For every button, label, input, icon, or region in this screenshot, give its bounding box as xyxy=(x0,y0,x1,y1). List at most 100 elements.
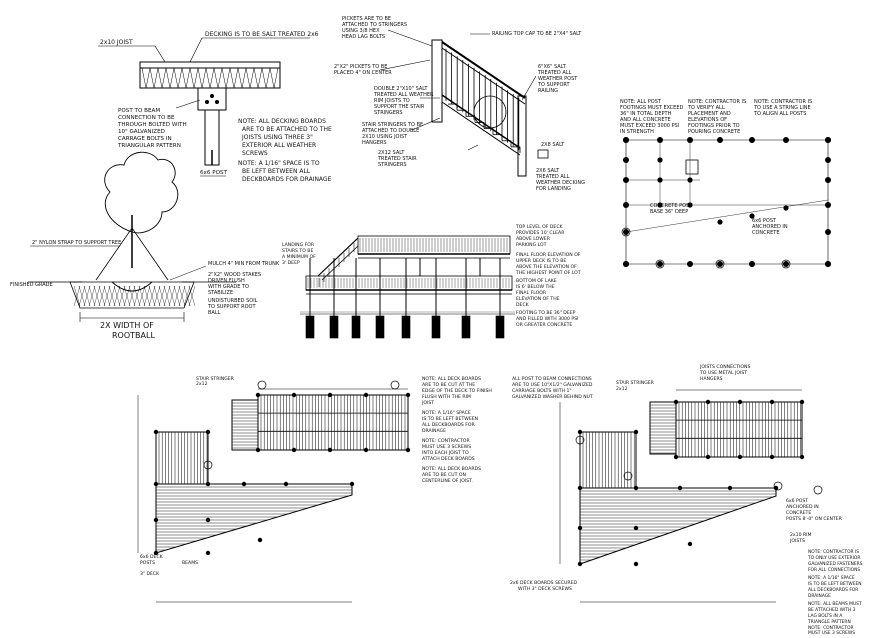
svg-text:NOTE: CONTRACTOR: NOTE: CONTRACTOR xyxy=(422,438,471,444)
svg-text:POSTS: POSTS xyxy=(140,560,155,566)
svg-text:ALL DECKBOARDS FOR: ALL DECKBOARDS FOR xyxy=(808,587,858,593)
svg-text:ELEVATIONS OF: ELEVATIONS OF xyxy=(688,117,727,123)
svg-text:TO ONLY USE EXTERIOR: TO ONLY USE EXTERIOR xyxy=(807,555,860,561)
svg-text:NOTE: ALL DECKING BOARDS: NOTE: ALL DECKING BOARDS xyxy=(238,118,326,125)
beam-label-left: BEAMS xyxy=(182,560,198,566)
svg-text:TO SUPPORT ROOT: TO SUPPORT ROOT xyxy=(207,304,256,310)
plan-right-drawing xyxy=(559,389,823,603)
svg-text:TREATED ALL WEATHER: TREATED ALL WEATHER xyxy=(373,92,434,98)
rootball xyxy=(111,281,153,292)
beam-connection-note: POST TO BEAM CONNECTION TO BE THROUGH BO… xyxy=(117,108,187,149)
svg-text:6x6 POST: 6x6 POST xyxy=(752,218,777,224)
svg-text:ATTACHED TO DOUBLE: ATTACHED TO DOUBLE xyxy=(362,128,419,134)
svg-text:DRIVEN FLUSH: DRIVEN FLUSH xyxy=(208,278,245,284)
svg-text:DRAINAGE: DRAINAGE xyxy=(422,428,446,434)
svg-text:ARE TO BE CUT ON: ARE TO BE CUT ON xyxy=(422,472,466,478)
svg-text:UPPER DECK IS TO BE: UPPER DECK IS TO BE xyxy=(516,258,566,264)
tread-label: 2X6 SALT TREATED ALL WEATHER DECKING FOR… xyxy=(535,168,585,192)
svg-text:ALL DECKBOARDS FOR: ALL DECKBOARDS FOR xyxy=(422,422,475,428)
svg-text:BE ATTACHED WITH 3: BE ATTACHED WITH 3 xyxy=(808,607,856,613)
svg-text:NOTE: A 1/16" SPACE: NOTE: A 1/16" SPACE xyxy=(808,575,855,581)
svg-text:PARKING LOT: PARKING LOT xyxy=(516,242,547,248)
svg-text:FOOTINGS MUST EXCEED: FOOTINGS MUST EXCEED xyxy=(620,105,683,111)
svg-text:FOR LANDING: FOR LANDING xyxy=(536,186,571,192)
svg-text:HEAD LAG BOLTS: HEAD LAG BOLTS xyxy=(342,34,385,40)
svg-text:TO USE A STRING LINE: TO USE A STRING LINE xyxy=(753,105,811,111)
joist-label: 2x10 JOIST xyxy=(100,39,133,46)
footing-plan: NOTE: ALL POST FOOTINGS MUST EXCEED 36" … xyxy=(620,99,831,269)
grade-label: FINISHED GRADE xyxy=(10,282,53,288)
svg-text:JOISTS CONNECTIONS: JOISTS CONNECTIONS xyxy=(699,364,750,370)
svg-text:TRIANGULAR PATTERN: TRIANGULAR PATTERN xyxy=(117,143,181,149)
svg-text:POSTS 8'-0" ON CENTER: POSTS 8'-0" ON CENTER xyxy=(786,516,843,522)
svg-text:SCREWS: SCREWS xyxy=(242,150,268,157)
svg-text:CONCRETE: CONCRETE xyxy=(752,230,780,236)
deck-post-label-left: 6x6 DECK POSTS xyxy=(140,554,164,566)
svg-text:HANGERS: HANGERS xyxy=(362,140,387,146)
svg-text:ATTACH DECK BOARDS: ATTACH DECK BOARDS xyxy=(422,456,475,462)
svg-text:IS TO BE LEFT BETWEEN: IS TO BE LEFT BETWEEN xyxy=(422,416,478,422)
svg-text:RIM JOISTS TO: RIM JOISTS TO xyxy=(374,98,410,104)
tree-canopy xyxy=(104,151,179,234)
svg-text:MUST USE 3 SCREWS: MUST USE 3 SCREWS xyxy=(808,630,855,636)
stringer-note: STAIR STRINGERS TO BE ATTACHED TO DOUBLE… xyxy=(362,122,423,146)
svg-text:CENTERLINE OF JOIST.: CENTERLINE OF JOIST. xyxy=(422,478,473,484)
svg-text:STAIR STRINGER: STAIR STRINGER xyxy=(196,376,235,382)
final-floor-note: FINAL FLOOR ELEVATION OF UPPER DECK IS T… xyxy=(515,252,581,276)
svg-text:SUPPORT THE STAIR: SUPPORT THE STAIR xyxy=(374,104,425,110)
svg-text:THROUGH BOLTED WITH: THROUGH BOLTED WITH xyxy=(117,122,187,128)
svg-text:FINAL FLOOR: FINAL FLOOR xyxy=(516,290,547,296)
svg-text:NOTE: A 1/16" SPACE IS TO: NOTE: A 1/16" SPACE IS TO xyxy=(238,160,320,167)
svg-text:EDGE OF THE DECK TO FINISH: EDGE OF THE DECK TO FINISH xyxy=(422,388,492,394)
svg-text:ALL POST TO BEAM CONNECTIONS: ALL POST TO BEAM CONNECTIONS xyxy=(512,376,592,382)
svg-text:POURING CONCRETE: POURING CONCRETE xyxy=(688,129,740,135)
deck-label-left: 3" DECK xyxy=(140,571,160,577)
svg-text:BALL: BALL xyxy=(208,310,221,316)
svg-text:2X10 USING JOIST: 2X10 USING JOIST xyxy=(362,134,408,140)
joist-note-right: JOISTS CONNECTIONS TO USE METAL JOIST HA… xyxy=(699,364,750,382)
svg-text:NOTE: CONTRACTOR: NOTE: CONTRACTOR xyxy=(808,625,854,631)
svg-text:NOTE: CONTRACTOR IS: NOTE: CONTRACTOR IS xyxy=(754,99,812,105)
svg-text:JOIST: JOIST xyxy=(421,400,434,406)
note-spacing: NOTE: A 1/16" SPACE IS TO BE LEFT BETWEE… xyxy=(238,160,332,183)
svg-text:THE HIGHEST POINT OF LOT: THE HIGHEST POINT OF LOT xyxy=(515,270,581,276)
svg-text:NOTE: CONTRACTOR IS: NOTE: CONTRACTOR IS xyxy=(808,549,859,555)
svg-text:AND FILLED WITH 3000 PSI: AND FILLED WITH 3000 PSI xyxy=(516,316,578,322)
svg-text:WEATHER DECKING: WEATHER DECKING xyxy=(536,180,585,186)
svg-text:TREATED ALL: TREATED ALL xyxy=(537,70,572,76)
svg-text:CONNECTION TO BE: CONNECTION TO BE xyxy=(118,115,175,121)
svg-text:BOTTOM OF LAKE: BOTTOM OF LAKE xyxy=(516,278,557,284)
svg-text:USING 3/8 HEX: USING 3/8 HEX xyxy=(342,28,380,34)
svg-text:PLACED 4" ON CENTER: PLACED 4" ON CENTER xyxy=(334,70,392,76)
deck-boards-note-right: 2x6 DECK BOARDS SECURED WITH 3" DECK SCR… xyxy=(510,580,577,592)
svg-text:ANCHORED IN: ANCHORED IN xyxy=(786,504,819,510)
svg-text:MUST USE 3 SCREWS: MUST USE 3 SCREWS xyxy=(422,444,471,450)
svg-text:RAILING: RAILING xyxy=(538,88,558,94)
svg-text:2X12 SALT: 2X12 SALT xyxy=(378,150,405,156)
svg-text:TOP LEVEL OF DECK: TOP LEVEL OF DECK xyxy=(515,224,564,230)
svg-text:INTO EACH JOIST TO: INTO EACH JOIST TO xyxy=(422,450,469,456)
svg-text:FOR ALL CONNECTIONS: FOR ALL CONNECTIONS xyxy=(808,567,860,573)
svg-text:2X6 SALT: 2X6 SALT xyxy=(536,168,560,174)
soil-hatch xyxy=(73,285,196,307)
svg-text:2"X2" WOOD STAKES: 2"X2" WOOD STAKES xyxy=(208,272,261,278)
svg-text:FOOTING TO BE 36" DEEP: FOOTING TO BE 36" DEEP xyxy=(516,310,576,316)
plan-left-notes: NOTE: ALL DECK BOARDS ARE TO BE CUT AT T… xyxy=(421,376,492,484)
svg-text:BASE 36" DEEP: BASE 36" DEEP xyxy=(650,209,688,215)
svg-text:PLACEMENT AND: PLACEMENT AND xyxy=(688,111,731,117)
svg-text:2x12: 2x12 xyxy=(616,386,628,392)
svg-text:STRINGERS: STRINGERS xyxy=(378,162,407,168)
svg-text:ATTACHED TO STRINGERS: ATTACHED TO STRINGERS xyxy=(342,22,407,28)
svg-text:IS TO BE LEFT BETWEEN: IS TO BE LEFT BETWEEN xyxy=(808,581,862,587)
pickets-note: PICKETS ARE TO BE ATTACHED TO STRINGERS … xyxy=(342,16,407,40)
svg-text:ARE TO BE ATTACHED TO THE: ARE TO BE ATTACHED TO THE xyxy=(242,126,332,133)
svg-text:EXTERIOR ALL WEATHER: EXTERIOR ALL WEATHER xyxy=(242,142,316,149)
svg-text:3' DEEP: 3' DEEP xyxy=(282,260,300,266)
svg-text:ANCHORED IN: ANCHORED IN xyxy=(752,224,788,230)
railing-note: RAILING TOP CAP TO BE 2"X4" SALT xyxy=(492,31,582,37)
svg-text:MULCH 4" MIN FROM TRUNK: MULCH 4" MIN FROM TRUNK xyxy=(208,261,280,267)
svg-text:FOOTINGS PRIOR TO: FOOTINGS PRIOR TO xyxy=(688,123,740,129)
stair-pickets xyxy=(445,48,521,153)
svg-text:STAIR STRINGERS TO BE: STAIR STRINGERS TO BE xyxy=(362,122,423,128)
footing-post-label: 6x6 POST ANCHORED IN CONCRETE xyxy=(752,218,788,236)
